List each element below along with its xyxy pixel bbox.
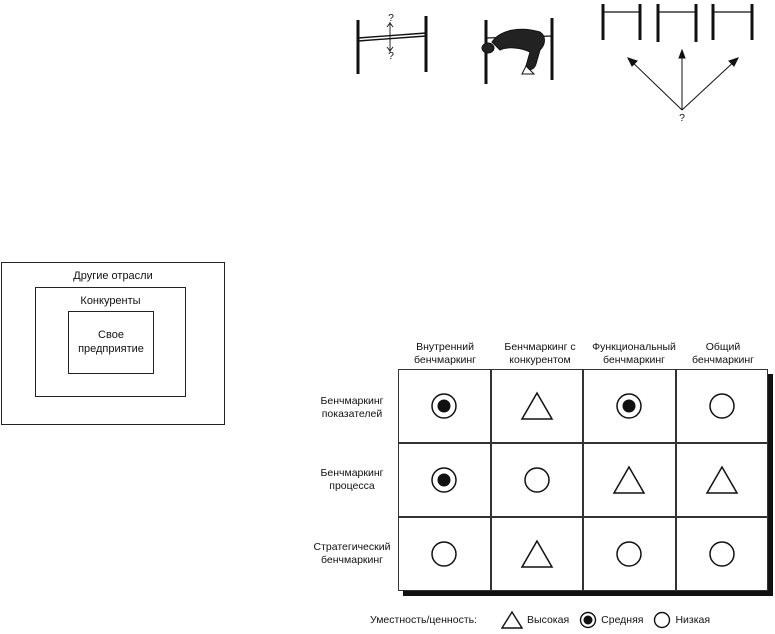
matrix-cell-r2-c2 [490,443,583,517]
legend-item-low: Низкая [653,611,710,629]
inner-box-label: Свое предприятие [78,329,144,356]
legend-title: Уместность/ценность: [370,614,478,626]
matrix-cell-r3-c4 [675,517,768,591]
legend-label-high: Высокая [527,614,570,626]
matrix-cell-r2-c4 [675,443,768,517]
legend-item-medium: Средняя [579,611,643,629]
high-jump-illustration [356,4,754,111]
inner-box-own-enterprise: Свое предприятие [68,311,154,374]
matrix-cell-r2-c1 [398,443,491,517]
outer-box-other-industries: Другие отрасли [1,262,225,425]
triangle-icon [501,611,524,629]
circle-icon [616,541,642,567]
middle-box-label: Конкуренты [80,295,141,307]
triangle-icon [520,391,554,420]
matrix-cell-r1-c4 [675,369,768,443]
row-label-strategic: Стратегический бенчмаркинг [313,541,391,567]
matrix-cell-r1-c3 [583,369,676,443]
triangle-icon [612,465,646,494]
circle-icon [709,393,735,419]
legend: Уместность/ценность: Высокая Средняя Низ… [370,610,720,630]
question-mark-top: ? [388,12,394,24]
matrix-cell-r1-c1 [398,369,491,443]
column-header-internal: Внутренний бенчмаркинг [414,341,476,367]
question-mark-arrows: ? [679,112,685,124]
bar-question-figure [356,16,428,74]
column-header-functional: Функциональный бенчмаркинг [592,341,676,367]
matrix-cell-r1-c2 [490,369,583,443]
question-mark-bottom: ? [388,50,394,62]
legend-label-medium: Средняя [601,614,644,626]
circle-dot-icon [579,611,597,629]
jumper-figure [481,18,554,84]
middle-box-competitors: Конкуренты [35,287,186,397]
outer-box-label: Другие отрасли [73,270,153,282]
matrix-cell-r3-c3 [583,517,676,591]
column-header-general: Общий бенчмаркинг [692,341,754,367]
circle-icon [709,541,735,567]
circle-dot-icon [616,393,642,419]
benchmarking-matrix [398,369,773,596]
matrix-cell-r3-c1 [398,517,491,591]
circle-dot-icon [431,467,457,493]
row-label-indicators: Бенчмаркинг показателей [320,395,384,421]
triangle-icon [520,539,554,568]
circle-icon [654,611,671,629]
column-header-competitive: Бенчмаркинг с конкурентом [504,341,576,367]
circle-icon [431,541,457,567]
matrix-cell-r3-c2 [490,517,583,591]
circle-icon [524,467,550,493]
legend-item-high: Высокая [501,611,569,629]
three-bars-figure [601,4,754,111]
circle-dot-icon [431,393,457,419]
legend-label-low: Низкая [675,614,711,626]
matrix-cell-r2-c3 [583,443,676,517]
row-label-process: Бенчмаркинг процесса [320,467,384,493]
triangle-icon [705,465,739,494]
